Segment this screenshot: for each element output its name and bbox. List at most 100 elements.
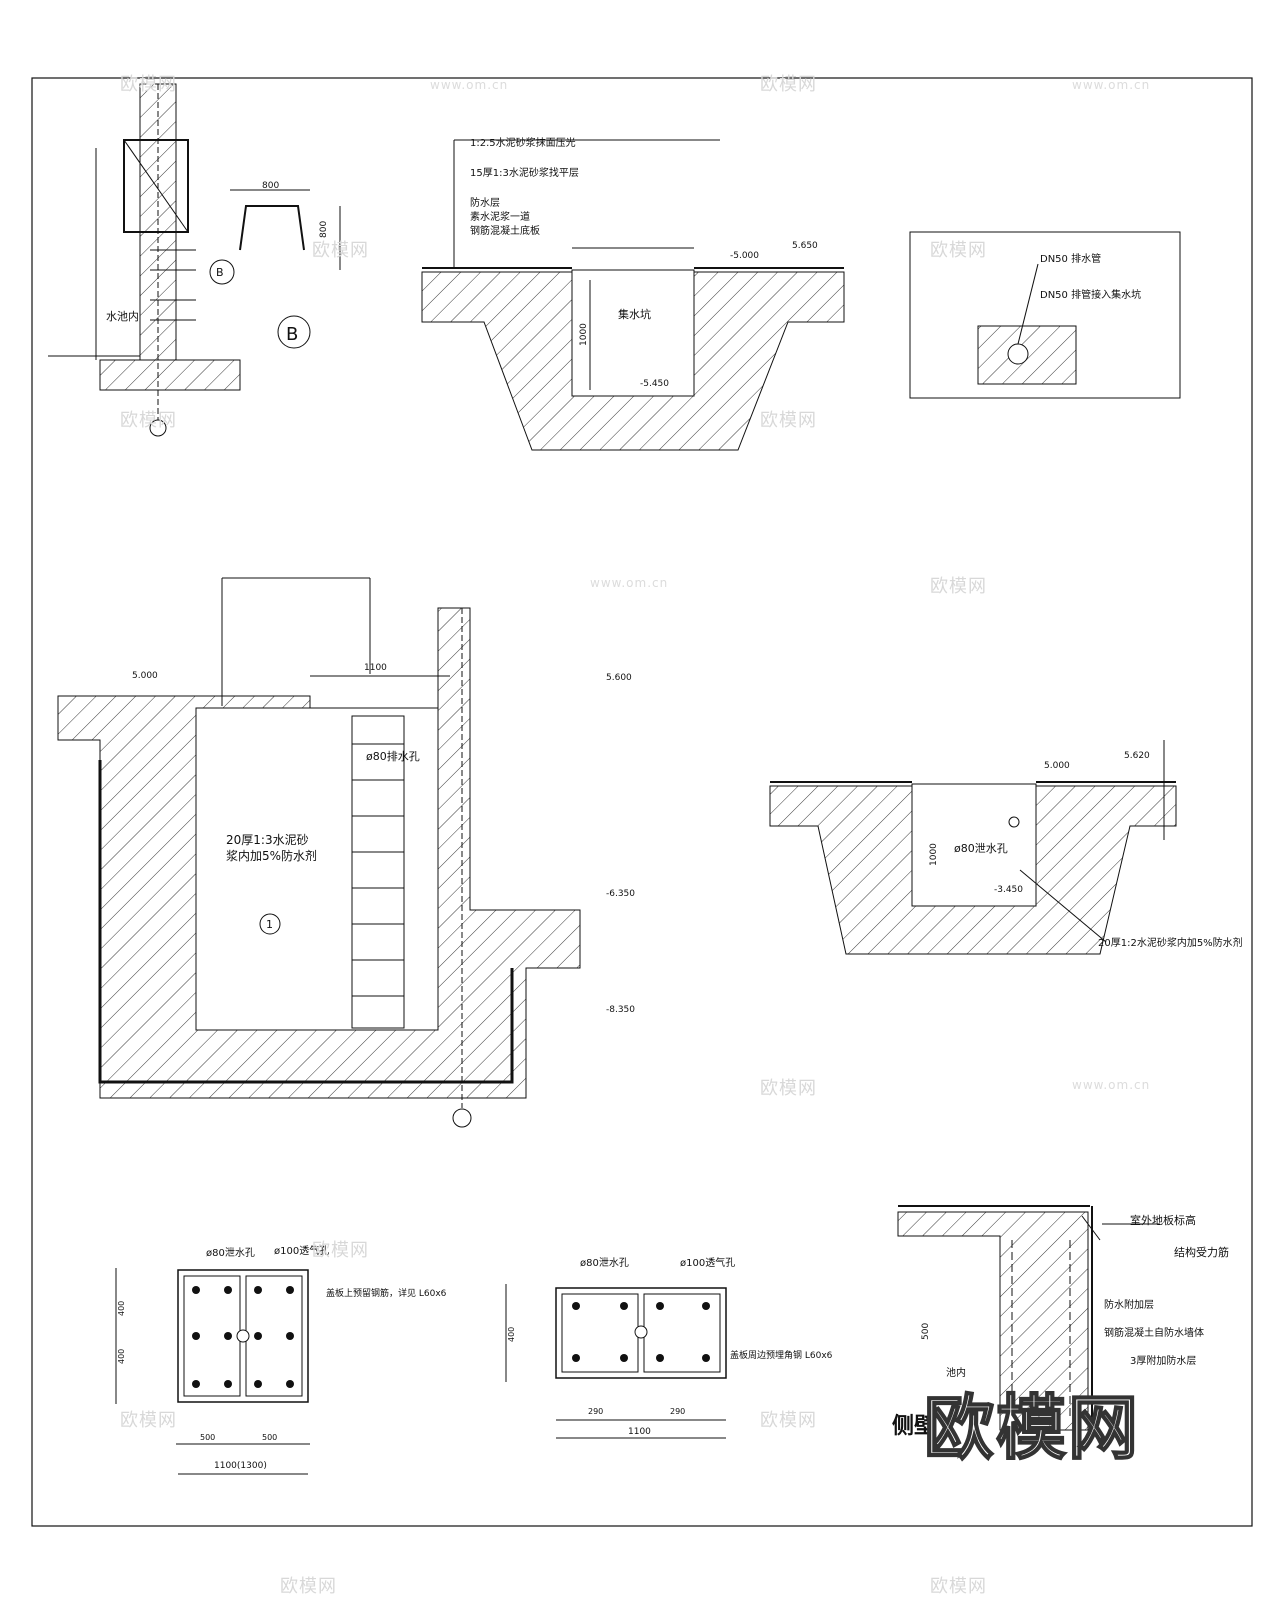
room-label: 水池内: [106, 309, 139, 323]
sump-right: ø80泄水孔 1000 5.000 5.620 -3.450 20厚1:2水泥砂…: [769, 740, 1243, 955]
plate-mid-vent: [634, 1325, 648, 1339]
plate-mid: ø80泄水孔 ø100透气孔 盖板周边预埋角钢 L60x6 1100 290 2…: [505, 1256, 833, 1439]
plate-left-dim-left-0: 400: [117, 1301, 126, 1316]
plate-left-dim-left-1: 400: [117, 1349, 126, 1364]
sump-label: 集水坑: [618, 307, 651, 321]
callout-b-small: [209, 259, 235, 285]
plate-mid-total: 1100: [628, 1427, 651, 1437]
watermark-logo: 欧模网: [120, 74, 177, 95]
watermark-logo: 欧模网: [760, 1410, 817, 1431]
plate-left-hole2: ø100透气孔: [274, 1244, 329, 1257]
sump-right-level-left: 5.000: [1044, 761, 1070, 771]
watermark-logo: 欧模网: [120, 1410, 177, 1431]
watermark-logo: 欧模网: [120, 410, 177, 431]
watermark-logo: 欧模网: [312, 240, 369, 261]
watermark-url: www.om.cn: [1072, 1078, 1151, 1092]
sump-right-hole: [1008, 816, 1020, 828]
side-note-1: 室外地板标高: [1130, 1213, 1196, 1227]
axis-bubble: [149, 419, 167, 437]
brand-logo: 欧模网: [923, 1386, 1140, 1470]
tank-interior: [195, 707, 439, 1031]
callout-b-small-text: B: [216, 266, 224, 279]
watermark-logo: 欧模网: [760, 1078, 817, 1099]
watermark-logo: 欧模网: [930, 1576, 987, 1597]
tank-level-top: 5.000: [132, 671, 158, 681]
embedded-box: [123, 139, 189, 233]
wall-note-1: 20厚1:3水泥砂: [226, 833, 309, 847]
plate-mid-hole1: ø80泄水孔: [580, 1256, 629, 1269]
plate-left-note: 盖板上预留钢筋，详见 L60x6: [326, 1287, 447, 1299]
level-left: -5.000: [730, 251, 759, 261]
detail-b: B B 800 800 水池内: [48, 83, 341, 437]
watermark-logo: 欧模网: [930, 576, 987, 597]
sump-right-level-right: 5.620: [1124, 751, 1150, 761]
depth: 1000: [579, 323, 589, 346]
plate-mid-dim-left: 400: [507, 1327, 516, 1342]
sump-right-label: ø80泄水孔: [954, 842, 1008, 855]
wall-note-2: 浆内加5%防水剂: [226, 848, 317, 863]
pipe-note-2: DN50 排管接入集水坑: [1040, 288, 1141, 301]
plate-left-frame: [177, 1269, 309, 1403]
sump-right-level-bottom: -3.450: [994, 885, 1023, 895]
side-note-5: 3厚附加防水层: [1130, 1354, 1196, 1367]
watermark-logo: 欧模网: [312, 1240, 369, 1261]
tank-axis-bubble: [452, 1108, 472, 1128]
plate-left-dim-1: 500: [200, 1433, 215, 1442]
side-wall-detail: 室外地板标高 结构受力筋 防水附加层 钢筋混凝土自防水墙体 3厚附加防水层 50…: [897, 1205, 1229, 1431]
callout-b-text: B: [286, 324, 298, 345]
tank-level-mid: -6.350: [606, 889, 635, 899]
tank-level-mid-left: 5.600: [606, 673, 632, 683]
plate-mid-dim-3: 290: [670, 1407, 685, 1416]
watermark-url: www.om.cn: [1072, 78, 1151, 92]
dim-width: 800: [262, 181, 279, 191]
side-note-3: 防水附加层: [1104, 1298, 1154, 1311]
plate-mid-dim-1: 290: [588, 1407, 603, 1416]
floor-slab: [99, 359, 241, 391]
pipe-circle: [1007, 343, 1029, 365]
note-2: 15厚1:3水泥砂浆找平层: [470, 166, 579, 179]
plate-left: ø80泄水孔 ø100透气孔 盖板上预留钢筋，详见 L60x6 1100(130…: [115, 1244, 447, 1475]
section-marker: [259, 913, 281, 935]
drawing-frame: [31, 77, 1253, 1527]
tank-level-bottom: -8.350: [606, 1005, 635, 1015]
watermark-url: www.om.cn: [430, 78, 509, 92]
plate-left-hole1: ø80泄水孔: [206, 1246, 255, 1259]
plate-mid-hole2: ø100透气孔: [680, 1256, 735, 1269]
callout-b-large: [277, 315, 311, 349]
note-5: 钢筋混凝土底板: [470, 224, 540, 237]
level-right: 5.650: [792, 241, 818, 251]
sump-right-note: 20厚1:2水泥砂浆内加5%防水剂: [1098, 936, 1243, 949]
watermark-logo: 欧模网: [760, 74, 817, 95]
watermark-url: www.om.cn: [590, 576, 669, 590]
note-4: 素水泥浆一道: [470, 210, 530, 223]
plate-mid-frame: [555, 1287, 727, 1379]
side-wall-body: [897, 1211, 1089, 1431]
pipe-detail: DN50 排水管 DN50 排管接入集水坑: [909, 231, 1181, 399]
watermark-logo: 欧模网: [930, 240, 987, 261]
side-dim: 500: [921, 1323, 931, 1340]
plate-left-total: 1100(1300): [214, 1461, 267, 1471]
pipe-note-1: DN50 排水管: [1040, 252, 1101, 265]
sump-right-depth: 1000: [929, 843, 939, 866]
pipe-detail-frame: [909, 231, 1181, 399]
side-in-label: 池内: [946, 1366, 966, 1379]
sump-pit: [571, 269, 695, 397]
watermark-logo: 欧模网: [280, 1576, 337, 1597]
ladder-label: ø80排水孔: [366, 749, 420, 763]
watermark-logo: 欧模网: [760, 410, 817, 431]
section-marker-text: 1: [266, 918, 273, 931]
side-wall-title: 侧壁: [892, 1414, 937, 1439]
sump-top: 集水坑 1:2.5水泥砂浆抹面压光 15厚1:3水泥砂浆找平层 防水层 素水泥浆…: [421, 136, 845, 451]
level-bottom: -5.450: [640, 379, 669, 389]
dim-height: 800: [319, 221, 329, 238]
pipe-detail-ground: [977, 325, 1077, 385]
note-3: 防水层: [470, 196, 500, 209]
ladder: [351, 715, 405, 1029]
note-1: 1:2.5水泥砂浆抹面压光: [470, 136, 576, 149]
sump-right-pit: [911, 783, 1037, 907]
plate-left-vent: [236, 1329, 250, 1343]
plate-left-dim-3: 500: [262, 1433, 277, 1442]
tank-opening: 1100: [364, 663, 387, 673]
tank-section: 1 5.000 5.600 -6.350 -8.350 ø80排水孔 20厚1:…: [57, 577, 635, 1128]
